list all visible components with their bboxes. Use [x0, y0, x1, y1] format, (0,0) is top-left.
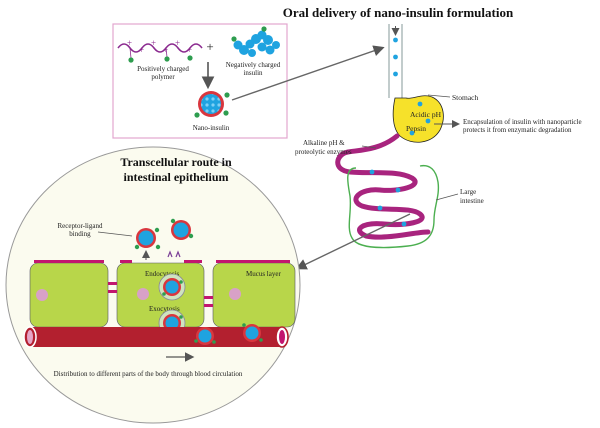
nanoparticle-binding: [134, 227, 161, 250]
esophagus: [388, 24, 403, 98]
stomach-label: Stomach: [452, 93, 478, 102]
pepsin-label: Pepsin: [406, 124, 426, 133]
protection-note-line2: protects it from enzymatic degradation: [463, 126, 572, 134]
epithelial-cell-left: [29, 260, 109, 328]
svg-text:+: +: [163, 45, 168, 55]
stomach: [392, 95, 444, 143]
large-intestine-pointer: [435, 193, 459, 201]
polymer-label-line1: Positively charged: [137, 65, 189, 73]
receptor-pointer: [97, 231, 133, 237]
large-intestine-label-line1: Large: [460, 188, 476, 196]
nano-insulin-particle: [194, 91, 230, 118]
formulation-box: [112, 23, 288, 139]
endocytosis-vesicle: [158, 273, 186, 301]
alkaline-label-line1: Alkaline pH &: [303, 139, 345, 147]
svg-text:+: +: [139, 45, 144, 55]
epithelium-title-line1: Transcellular route in: [120, 155, 232, 169]
svg-text:+: +: [175, 38, 180, 48]
polymer-label-line2: polymer: [151, 73, 175, 81]
to-oral-arrow: [231, 45, 385, 101]
large-intestine: [347, 164, 440, 249]
insulin-label-line1: Negatively charged: [226, 61, 281, 69]
title: Oral delivery of nano-insulin formulatio…: [283, 5, 514, 20]
endocytosis-label: Endocytosis: [145, 270, 179, 278]
exocytosis-label: Exocytosis: [149, 305, 180, 313]
receptor-icon: [167, 250, 181, 258]
protection-note-line1: Encapsulation of insulin with nanopartic…: [463, 118, 582, 126]
svg-text:+: +: [187, 45, 192, 55]
small-intestine: [335, 133, 431, 240]
positively-charged-polymer: + + + + + +: [117, 38, 203, 63]
tight-junctions: [108, 282, 213, 307]
acidic-ph-label: Acidic pH: [410, 110, 442, 119]
negatively-charged-insulin: [231, 26, 280, 57]
plus-sign: +: [206, 39, 213, 54]
alkaline-label-line2: proteolytic enzymes: [295, 148, 352, 156]
svg-text:+: +: [127, 38, 132, 48]
blood-vessel: [23, 326, 289, 348]
stomach-pointer: [427, 94, 451, 98]
mucus-layer-label: Mucus layer: [246, 270, 281, 278]
large-intestine-label-line2: intestine: [460, 197, 484, 205]
to-epithelium-arrow: [295, 213, 411, 270]
receptor-label-line1: Receptor-ligand: [58, 222, 103, 230]
epithelial-cell-right: [212, 260, 296, 328]
insulin-label-line2: insulin: [243, 69, 263, 77]
receptor-label-line2: binding: [69, 230, 91, 238]
epithelium-title-line2: intestinal epithelium: [123, 170, 228, 184]
nano-insulin-label: Nano-insulin: [193, 124, 230, 132]
circulating-nanoparticles: [194, 323, 263, 345]
nanoparticle-free: [170, 218, 194, 240]
svg-text:+: +: [151, 38, 156, 48]
distribution-label: Distribution to different parts of the b…: [54, 370, 243, 378]
alkaline-pointer: [361, 145, 377, 149]
